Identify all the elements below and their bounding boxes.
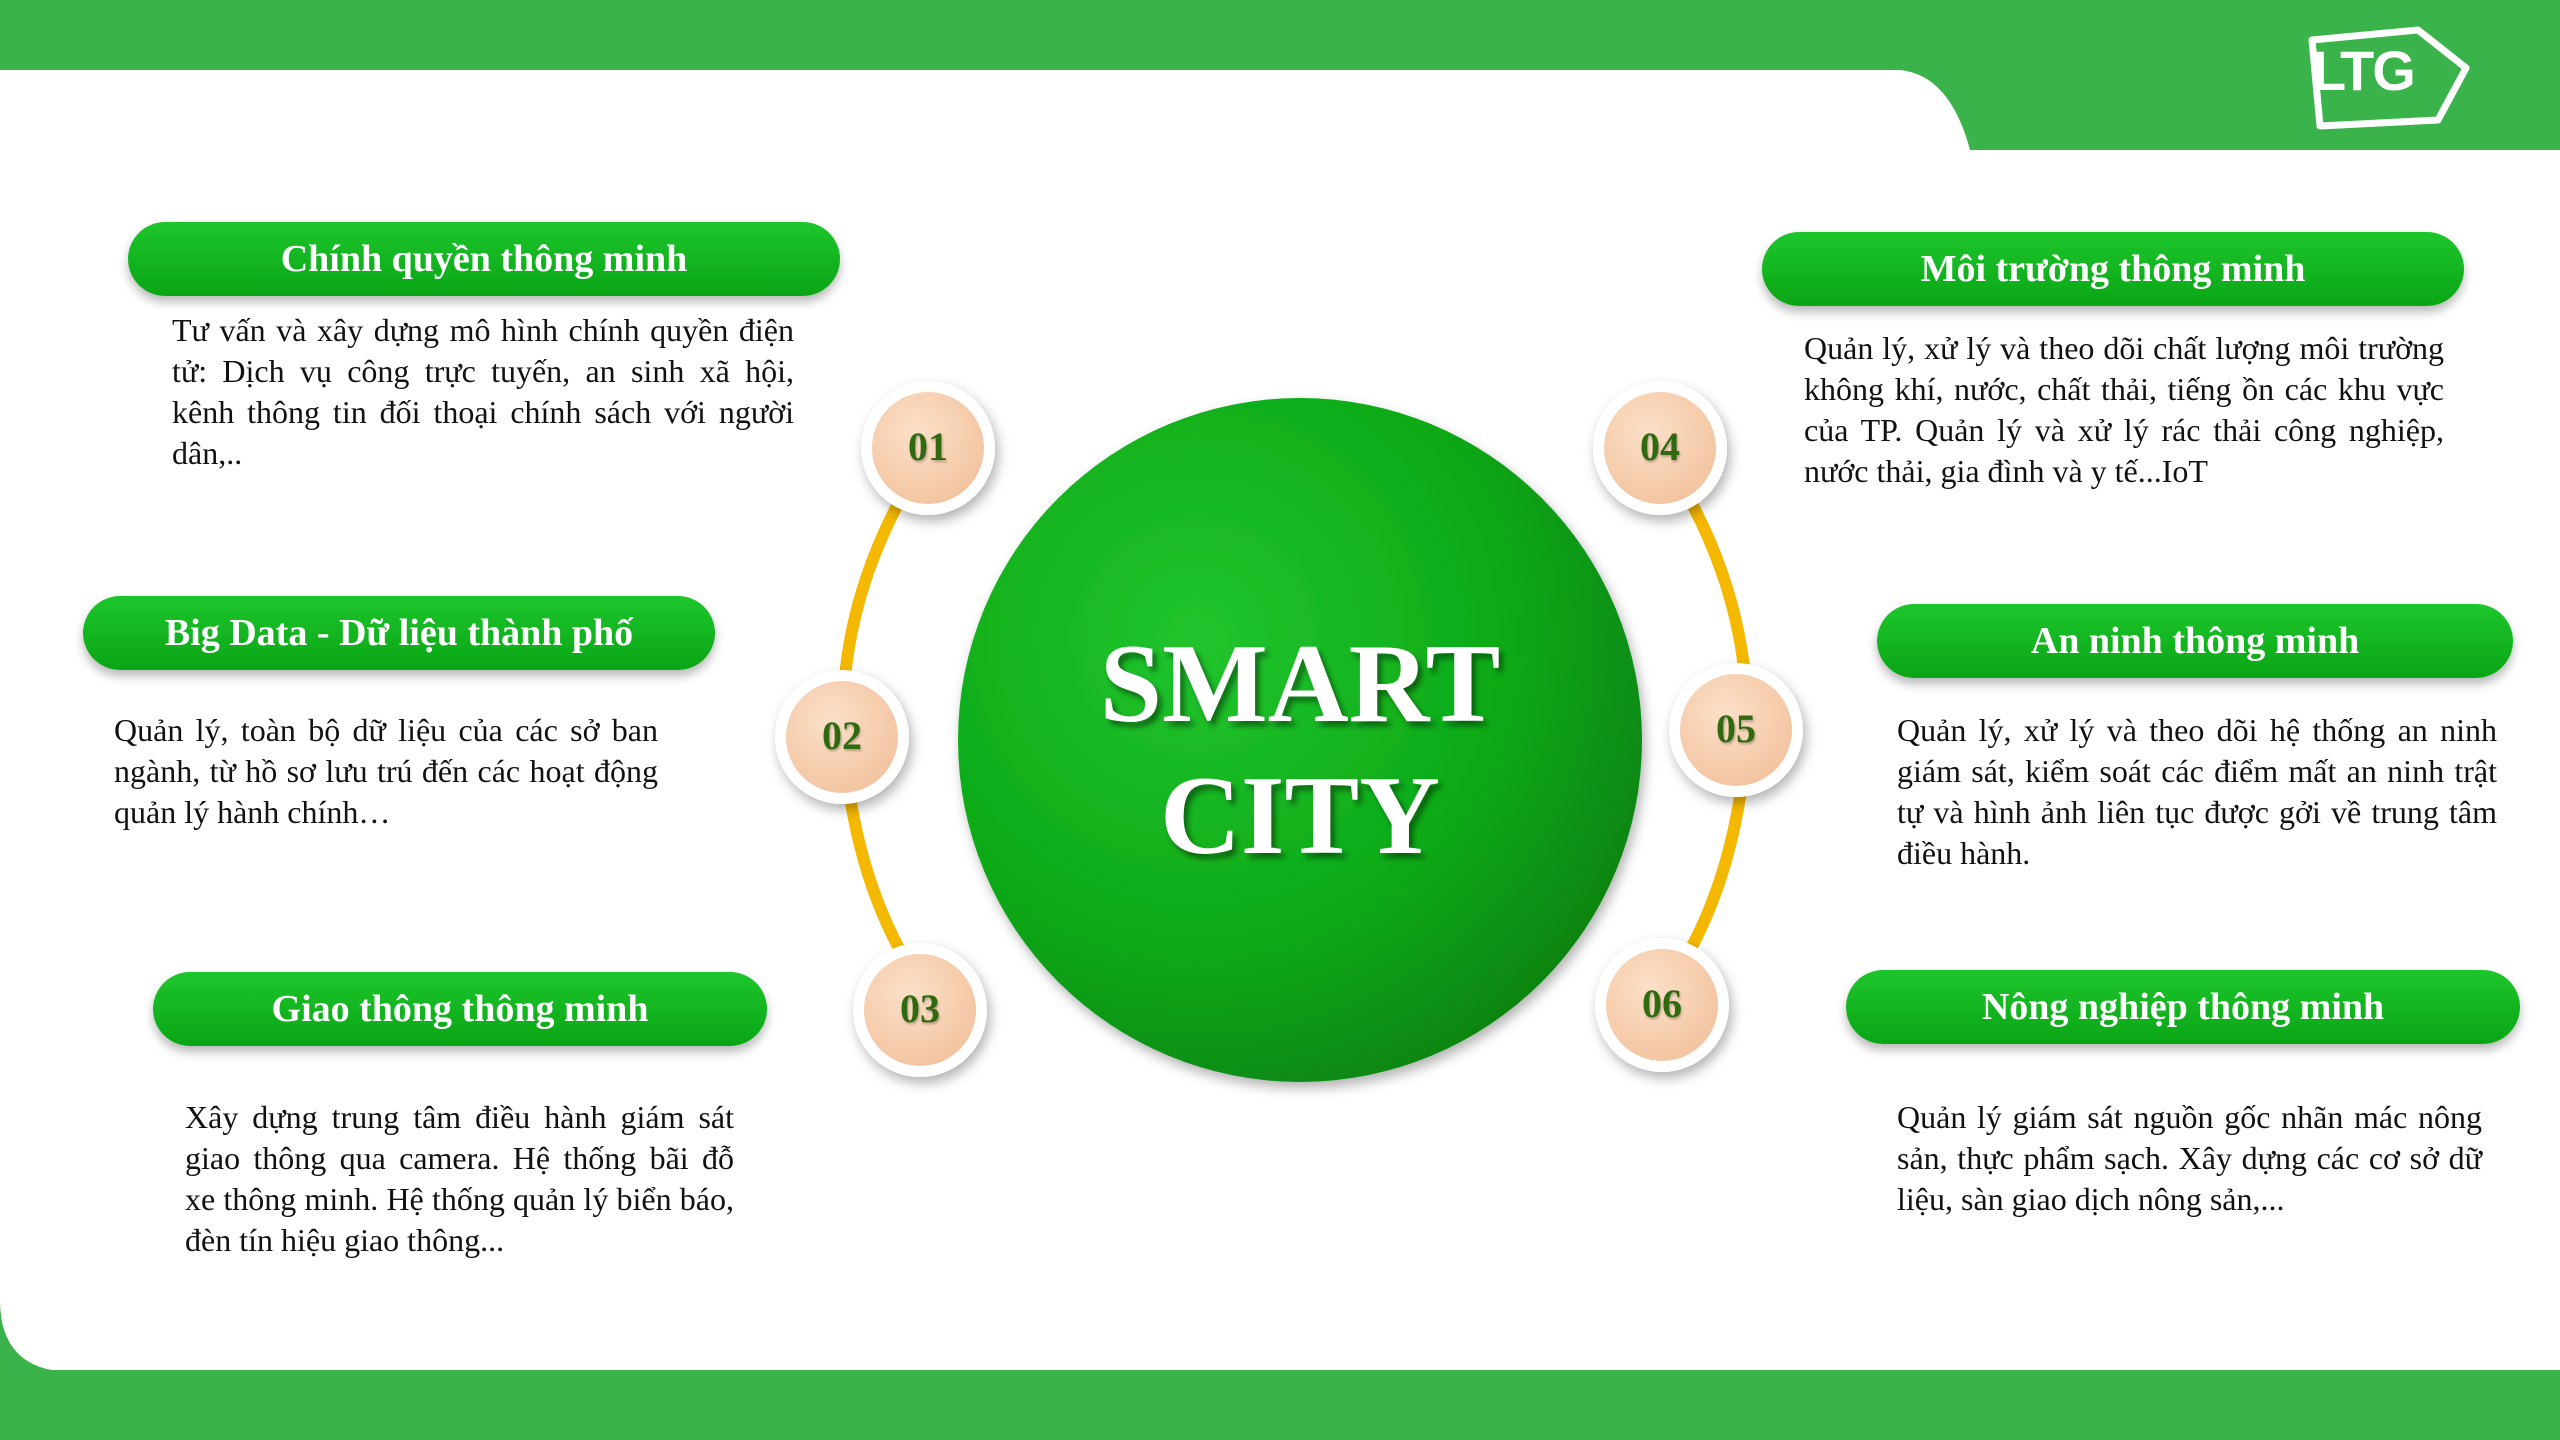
badge-04 [1593,381,1727,515]
center-ball [958,398,1642,1082]
badge-01 [861,381,995,515]
item-description-04: Quản lý, xử lý và theo dõi chất lượng mô… [1804,330,2444,489]
badge-number-03: 03 [900,986,940,1031]
badge-05 [1669,663,1803,797]
badge-02 [775,670,909,804]
center-title: SMART CITY [1060,618,1540,882]
item-title-04: Môi trường thông minh [1762,232,2464,306]
item-description-06: Quản lý giám sát nguồn gốc nhãn mác nông… [1897,1099,2482,1217]
item-title-05: An ninh thông minh [1877,604,2513,678]
badge-number-02: 02 [822,713,862,758]
bottom-left-corner [0,1300,70,1372]
ltg-logo-icon [2308,26,2470,130]
item-title-02: Big Data - Dữ liệu thành phố [83,596,715,670]
badge-06 [1595,938,1729,1072]
badge-number-05: 05 [1716,706,1756,751]
logo-text: LTG [2312,39,2416,102]
item-title-03: Giao thông thông minh [153,972,767,1046]
center-title-line2: CITY [1159,754,1441,878]
center-title-line1: SMART [1099,622,1501,746]
badge-number-06: 06 [1642,981,1682,1026]
badge-number-04: 04 [1640,424,1680,469]
item-title-01: Chính quyền thông minh [128,222,840,296]
top-right-tab [1900,70,2560,150]
badge-number-01: 01 [908,424,948,469]
item-description-01: Tư vấn và xây dựng mô hình chính quyền đ… [172,312,794,471]
item-description-03: Xây dựng trung tâm điều hành giám sát gi… [185,1099,734,1258]
item-description-02: Quản lý, toàn bộ dữ liệu của các sở ban … [114,712,658,830]
badge-03 [853,943,987,1077]
item-description-05: Quản lý, xử lý và theo dõi hệ thống an n… [1897,712,2497,871]
item-title-06: Nông nghiệp thông minh [1846,970,2520,1044]
